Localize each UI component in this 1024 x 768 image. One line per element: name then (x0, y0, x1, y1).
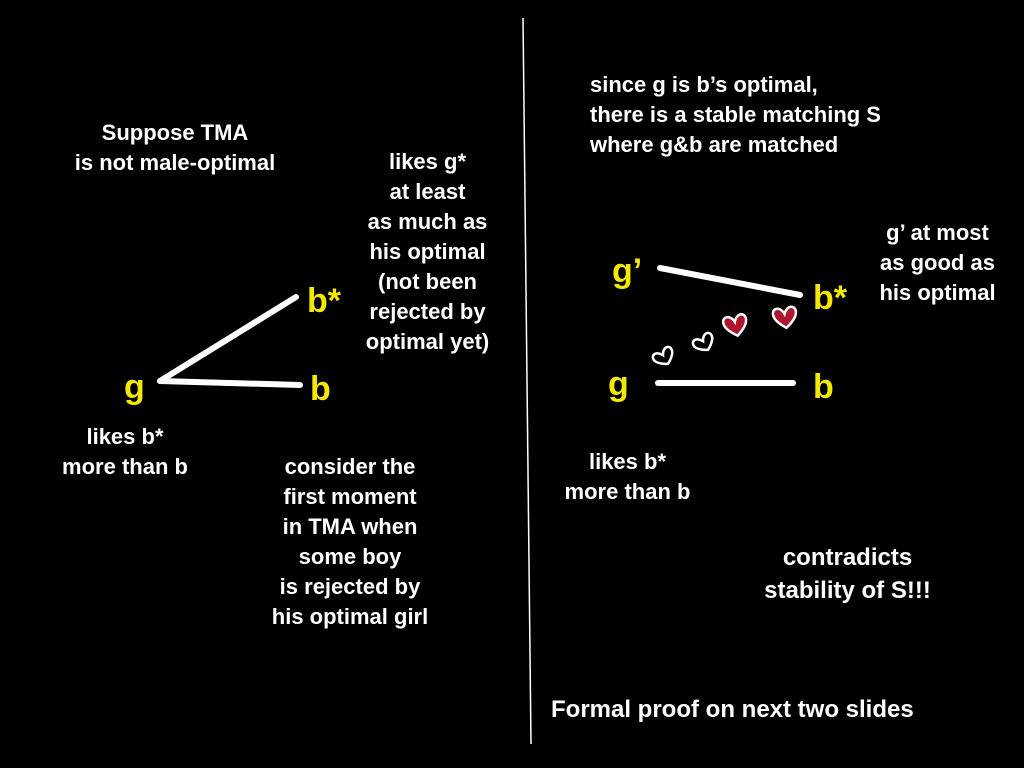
heart-outline-icon (651, 345, 674, 366)
node-g-right: g (608, 365, 629, 403)
g-prime-note: g’ at most as good as his optimal (879, 220, 996, 305)
suppose-note: Suppose TMA is not male-optimal (74, 120, 276, 175)
contradicts-note: contradicts stability of S!!! (764, 544, 931, 604)
node-b-right: b (813, 368, 834, 406)
edge-gprime-bstar (657, 265, 803, 298)
likes-b-star-note-left: likes b* more than b (62, 424, 188, 479)
node-g-left: g (124, 368, 145, 406)
node-g-prime: g’ (612, 252, 643, 290)
heart-outline-icon (691, 331, 714, 352)
since-note: since g is b’s optimal, there is a stabl… (590, 72, 881, 157)
node-b-left: b (310, 370, 331, 408)
node-b-star-left: b* (307, 282, 341, 320)
edge-g-b (157, 378, 303, 388)
edge-g-bstar (157, 294, 299, 384)
consider-note: consider the first moment in TMA when so… (271, 454, 429, 629)
heart-filled-icon (771, 305, 798, 330)
likes-b-star-note-right: likes b* more than b (564, 449, 691, 504)
formal-proof-note: Formal proof on next two slides (551, 696, 914, 723)
panel-divider (522, 17, 532, 745)
heart-filled-icon (721, 313, 748, 338)
likes-g-star-note: likes g* at least as much as his optimal… (365, 149, 490, 354)
node-b-star-right: b* (813, 279, 847, 317)
